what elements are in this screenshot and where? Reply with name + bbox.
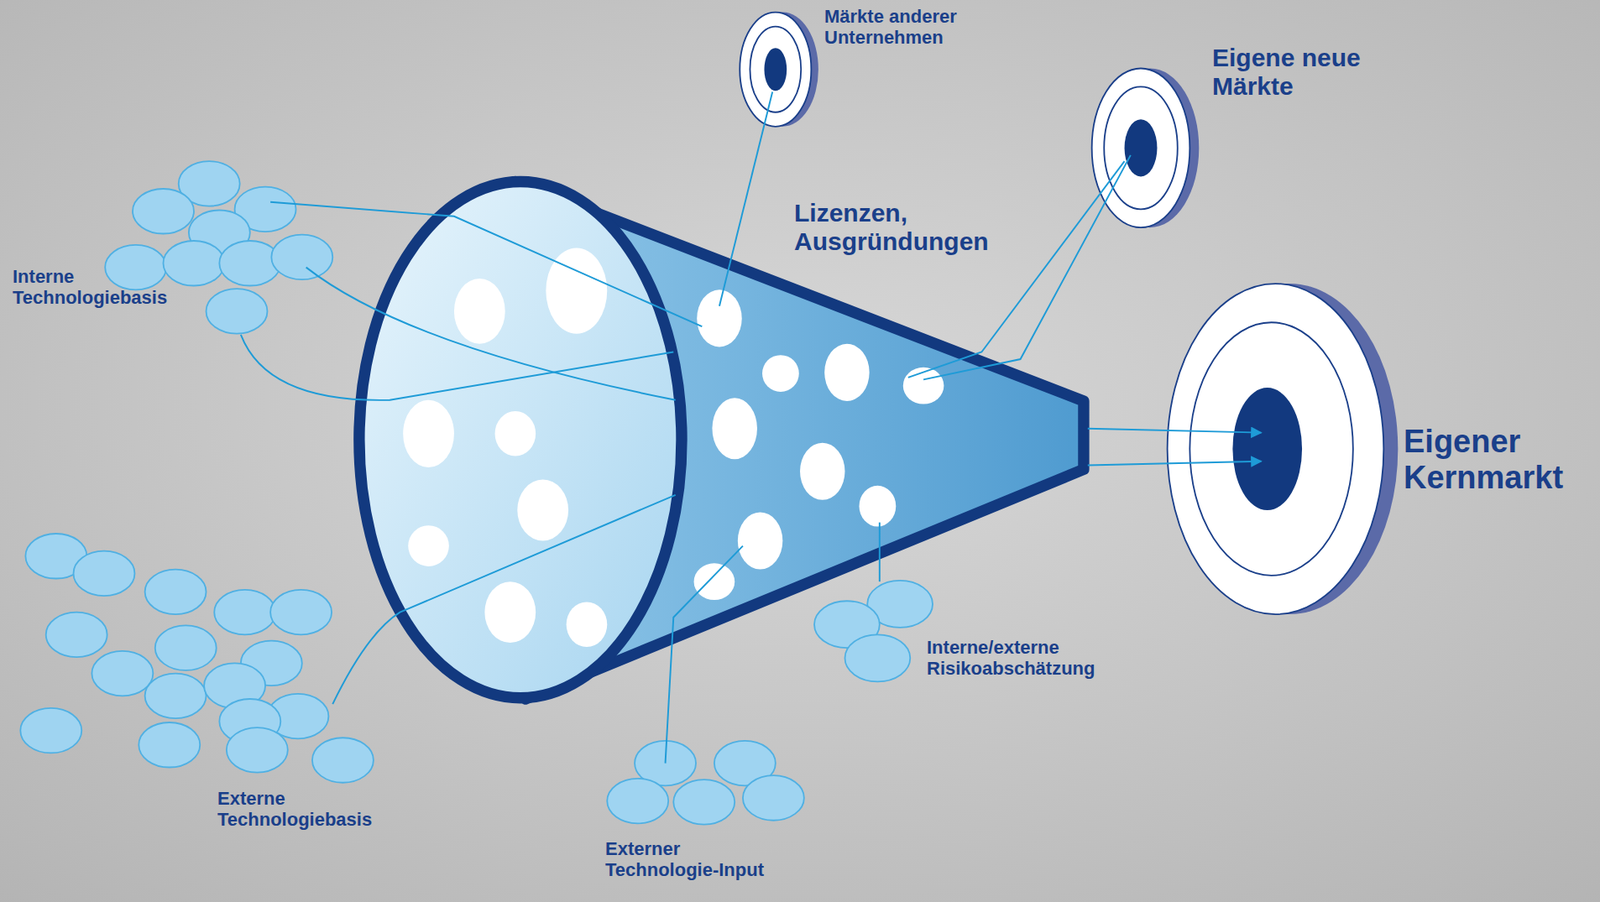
flow-line [878,522,881,583]
flow-line [270,202,702,327]
target-other-markets [739,12,819,127]
internal-cluster [104,161,333,335]
tech-dot [226,727,288,774]
market-or-source-label: Externer Technologie-Input [605,839,799,881]
node-text: Eigene neue Märkte [1212,43,1393,100]
idea-bubble [402,400,455,468]
tech-dot [145,569,207,616]
idea-bubble [711,397,757,460]
funnel-mouth [359,181,682,698]
tech-dot [742,775,805,821]
target-ring [1167,283,1385,615]
idea-bubble [800,443,845,501]
idea-bubbles [402,248,944,648]
tech-dot [46,612,108,659]
target-center [763,47,787,91]
target-ring [1092,67,1191,228]
market-or-source-label: Märkte anderer Unternehmen [824,6,997,48]
idea-bubble [454,278,506,345]
target-ring [749,26,801,113]
tech-dot [91,651,153,697]
market-or-source-label: Externe Technologiebasis [217,789,436,831]
node-text: Interne/externe Risikoabschätzung [926,637,1146,680]
node-text: Externe Technologiebasis [217,789,436,831]
flow-lines [240,91,1262,764]
tech-dot [312,737,374,784]
target-new-markets [1092,67,1200,228]
external-cluster [20,533,374,784]
market-or-source-label: Eigene neue Märkte [1212,43,1393,100]
tech-dot [606,779,669,825]
idea-bubble [517,480,569,542]
idea-bubble [694,563,736,601]
flow-arrow [1087,461,1262,466]
tech-dot [162,240,225,287]
flow-line [908,161,1125,378]
node-text: Märkte anderer Unternehmen [824,6,997,48]
tech-dot [104,245,167,291]
flow-line [332,495,675,705]
flow-line [719,91,773,306]
tech-dot [270,590,332,636]
idea-bubble [859,486,897,528]
flow-label: Lizenzen, Ausgründungen [794,198,1021,256]
tech-dot [271,235,333,281]
target-center [1124,119,1158,177]
tech-dot [844,634,910,682]
idea-bubble [407,525,450,567]
flow-line [665,546,743,764]
idea-bubble [495,411,537,457]
input-cluster [606,741,805,826]
node-text: Externer Technologie-Input [605,839,799,881]
idea-bubble [484,581,536,644]
market-or-source-label: Interne Technologiebasis [12,266,231,309]
flow-line [923,155,1131,381]
tech-dot [206,288,268,335]
label-text: Lizenzen, Ausgründungen [794,198,1021,256]
tech-dot [138,722,200,769]
flow-line [306,267,676,401]
risk-cluster [814,580,933,682]
idea-bubble [762,355,800,393]
target-ring [739,12,811,127]
market-or-source-label: Eigener Kernmarkt [1403,423,1590,496]
tech-dot [155,625,217,671]
market-or-source-label: Interne/externe Risikoabschätzung [926,637,1146,680]
tech-dot [145,674,207,720]
target-center [1232,387,1302,511]
tech-dot [20,708,82,754]
target-core-market [1167,283,1399,615]
tech-dot [214,590,276,636]
idea-bubble [737,512,783,570]
tech-dot [73,551,136,597]
idea-bubble [824,344,869,402]
idea-bubble [566,601,608,648]
tech-dot [219,240,281,287]
node-text: Eigener Kernmarkt [1403,423,1590,496]
target-ring [1103,86,1178,210]
flow-arrow [1087,428,1262,434]
flow-line [240,334,674,401]
tech-dot [673,779,735,826]
node-text: Interne Technologiebasis [12,266,231,309]
target-ring [1189,322,1353,576]
tech-dot [132,188,194,235]
idea-bubble [696,289,742,347]
